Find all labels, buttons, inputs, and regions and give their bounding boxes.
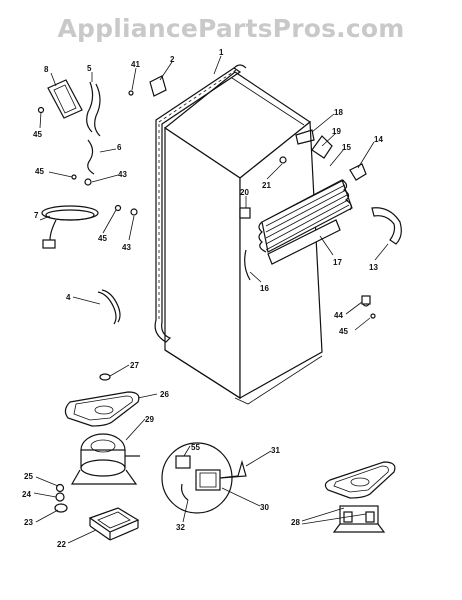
- mounting-bracket: [267, 219, 341, 265]
- power-cord: [41, 205, 99, 249]
- watermark: AppliancePartsPros.com: [57, 14, 405, 43]
- relay-overload-detail: [161, 442, 247, 514]
- callout-24: 24: [22, 490, 31, 499]
- callout-labels: 1 2 41 8 5 45 6 45 43 7 45 43 4 18 19 14…: [22, 48, 383, 549]
- condenser-clamp: [295, 129, 367, 181]
- callout-4: 4: [66, 293, 71, 302]
- callout-43: 43: [122, 243, 131, 252]
- callout-7: 7: [34, 211, 39, 220]
- callout-19: 19: [332, 127, 341, 136]
- compressor: [70, 433, 140, 485]
- callout-45: 45: [35, 167, 44, 176]
- grommet: [99, 373, 111, 381]
- callout-1: 1: [219, 48, 224, 57]
- callout-2: 2: [170, 55, 175, 64]
- callout-17: 17: [333, 258, 342, 267]
- spacer: [361, 295, 371, 305]
- drain-tube: [244, 249, 251, 281]
- callout-43: 43: [118, 170, 127, 179]
- callout-55: 55: [191, 443, 200, 452]
- callout-30: 30: [260, 503, 269, 512]
- drain-pan-frame: [47, 79, 83, 119]
- callout-31: 31: [271, 446, 280, 455]
- callout-45: 45: [33, 130, 42, 139]
- callout-45: 45: [339, 327, 348, 336]
- baffle-tube: [371, 207, 402, 245]
- door-heater-loop: [154, 64, 247, 343]
- callout-21: 21: [262, 181, 271, 190]
- callout-26: 26: [160, 390, 169, 399]
- callout-25: 25: [24, 472, 33, 481]
- compressor-mount-parts: [54, 483, 68, 513]
- callout-41: 41: [131, 60, 140, 69]
- clip: [97, 289, 121, 325]
- leader-lines: [33, 55, 389, 544]
- callout-27: 27: [130, 361, 139, 370]
- callout-15: 15: [342, 143, 351, 152]
- callout-16: 16: [260, 284, 269, 293]
- wire-harness: [86, 81, 101, 175]
- callout-14: 14: [374, 135, 383, 144]
- relay-block: [239, 207, 251, 219]
- callout-6: 6: [117, 143, 122, 152]
- callout-28: 28: [291, 518, 300, 527]
- callout-32: 32: [176, 523, 185, 532]
- bracket: [149, 75, 167, 97]
- callout-44: 44: [334, 311, 343, 320]
- callout-29: 29: [145, 415, 154, 424]
- callout-45: 45: [98, 234, 107, 243]
- compressor-feet-right: [332, 505, 386, 533]
- callout-18: 18: [334, 108, 343, 117]
- base-bracket: [88, 507, 140, 541]
- condenser-coil: [258, 179, 353, 253]
- cabinet: [163, 71, 323, 405]
- drip-tray: [64, 391, 140, 427]
- callout-5: 5: [87, 64, 92, 73]
- drip-pan-right: [324, 461, 396, 499]
- callout-8: 8: [44, 65, 49, 74]
- callout-23: 23: [24, 518, 33, 527]
- callout-20: 20: [240, 188, 249, 197]
- callout-13: 13: [369, 263, 378, 272]
- callout-22: 22: [57, 540, 66, 549]
